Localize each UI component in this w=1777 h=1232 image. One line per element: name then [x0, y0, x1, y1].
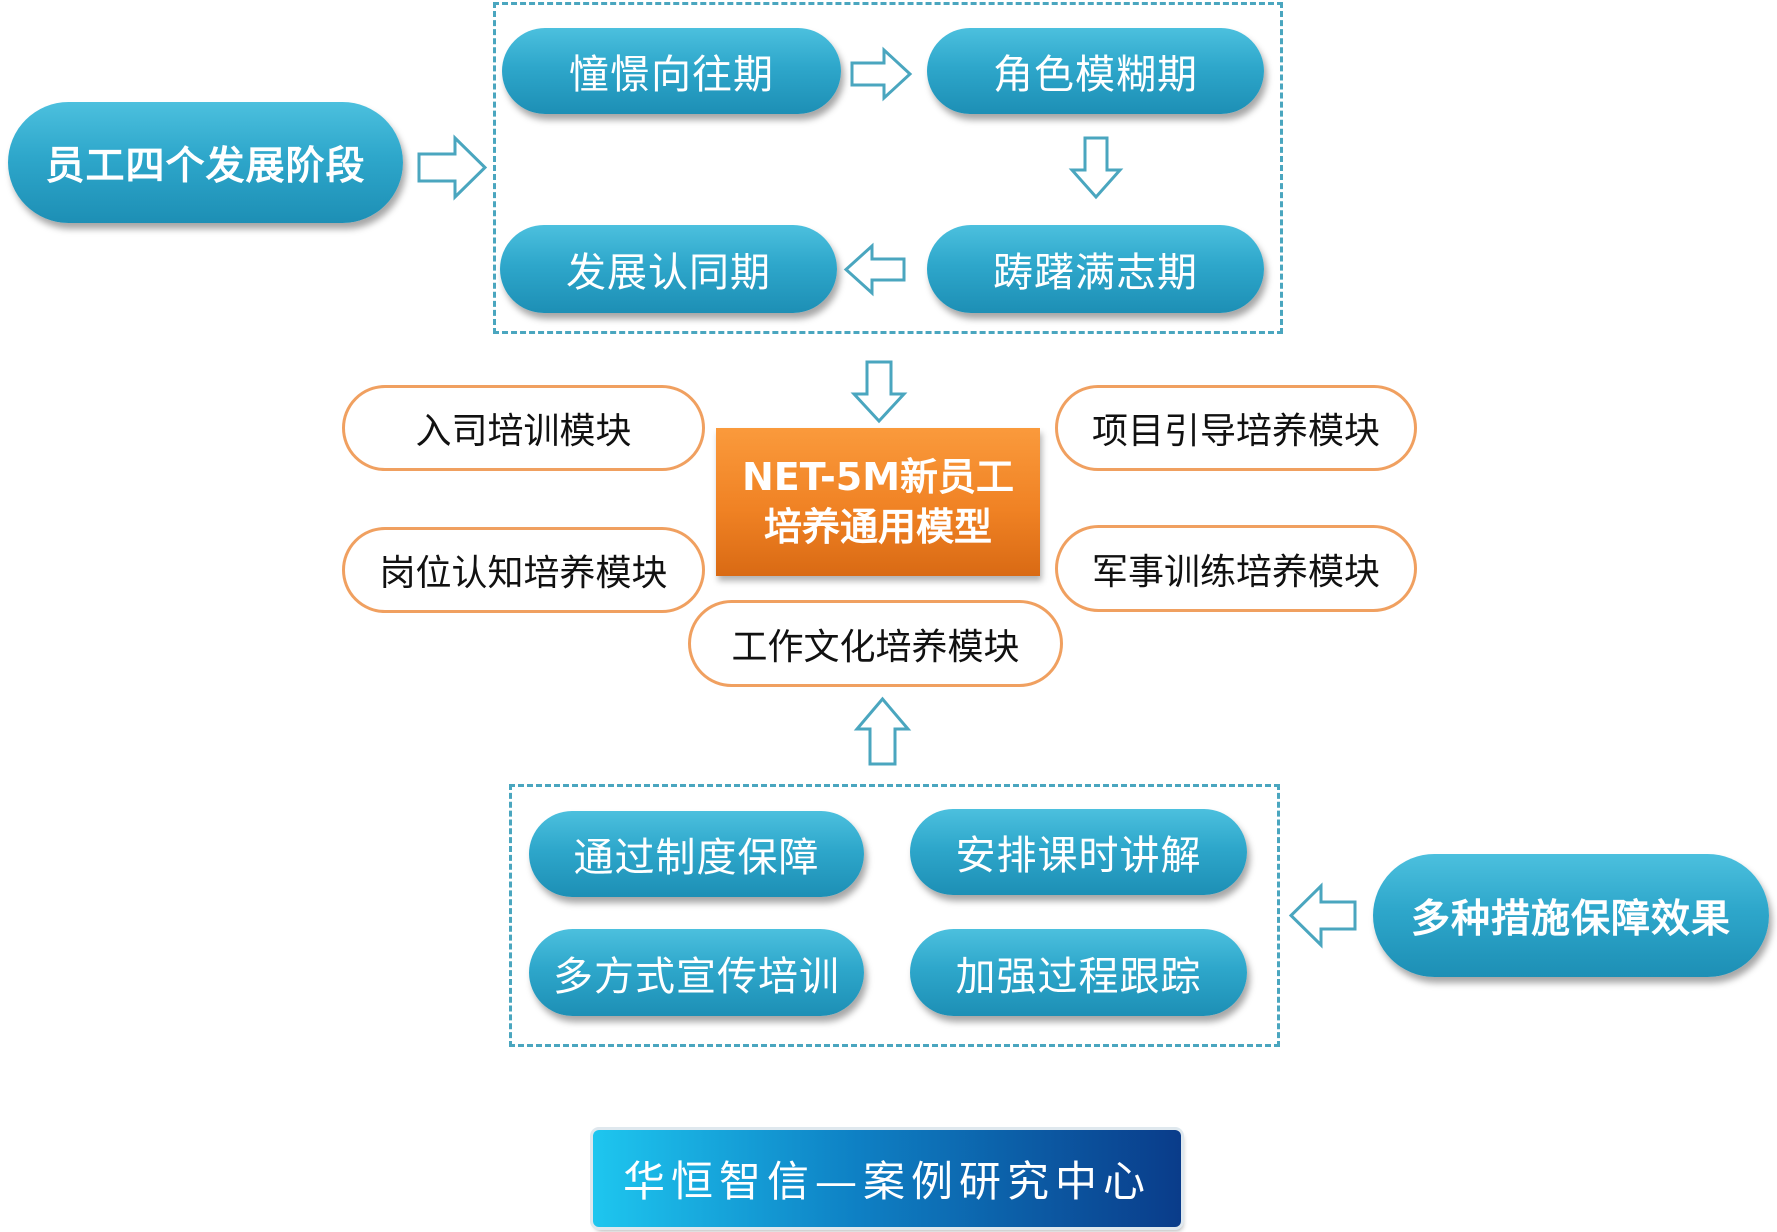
module-work-culture: 工作文化培养模块	[688, 600, 1063, 687]
measure-1: 通过制度保障	[529, 811, 864, 897]
arrow-down-icon	[1068, 136, 1124, 200]
arrow-up-icon	[853, 696, 912, 766]
measure-4: 加强过程跟踪	[910, 929, 1247, 1016]
measures-title: 多种措施保障效果	[1373, 854, 1769, 977]
module-job-cognition: 岗位认知培养模块	[342, 527, 705, 613]
arrow-down-icon	[850, 360, 908, 424]
model-title: NET-5M新员工培养通用模型	[716, 428, 1040, 576]
measure-2: 安排课时讲解	[910, 809, 1247, 895]
stage-2: 角色模糊期	[927, 28, 1264, 114]
module-military-training: 军事训练培养模块	[1055, 525, 1417, 612]
measure-3: 多方式宣传培训	[529, 929, 864, 1016]
footer-banner: 华恒智信—案例研究中心	[593, 1130, 1181, 1227]
stage-4: 发展认同期	[500, 225, 837, 313]
stages-title: 员工四个发展阶段	[8, 102, 403, 223]
arrow-right-icon	[850, 46, 913, 102]
arrow-left-icon	[1288, 882, 1357, 949]
arrow-right-icon	[417, 134, 488, 201]
stage-3: 踌躇满志期	[927, 225, 1264, 313]
stages-group-box	[493, 2, 1283, 334]
stage-1: 憧憬向往期	[502, 28, 841, 114]
module-project-guidance: 项目引导培养模块	[1055, 385, 1417, 471]
module-onboarding: 入司培训模块	[342, 385, 705, 471]
measures-group-box	[509, 784, 1280, 1047]
arrow-left-icon	[843, 242, 906, 297]
